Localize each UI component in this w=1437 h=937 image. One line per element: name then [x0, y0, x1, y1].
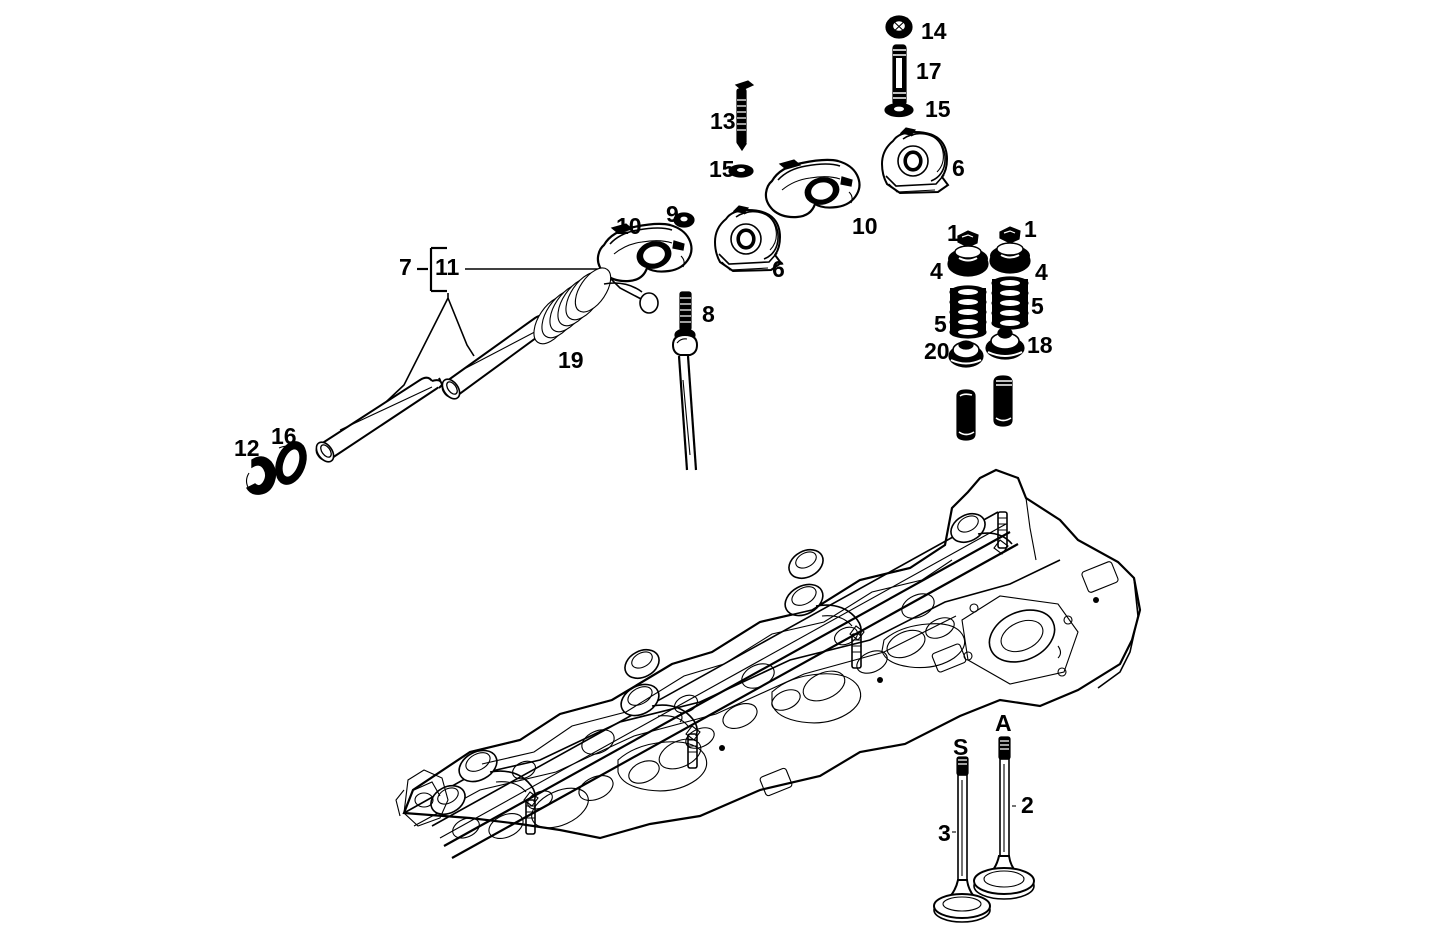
callout-10-left: 10 [616, 213, 642, 239]
callout-17: 17 [916, 58, 942, 84]
part-10-rocker-arm-left [596, 222, 693, 283]
part-valve-guides [956, 375, 1013, 441]
part-13-bolt [734, 80, 755, 152]
part-20-seal [948, 340, 984, 368]
callout-4-right: 4 [1035, 259, 1048, 285]
callout-20: 20 [924, 338, 950, 364]
callout-14: 14 [921, 18, 947, 44]
part-11-rocker-shaft-lower [315, 376, 444, 463]
part-9-nut [673, 212, 695, 228]
part-8-adjusting-screw [671, 291, 699, 471]
installed-rocker-arms [430, 511, 1013, 835]
valve-mark-a: A [995, 710, 1012, 736]
part-17-stud [892, 44, 907, 106]
callout-5-right: 5 [1031, 293, 1044, 319]
callout-5-left: 5 [934, 311, 947, 337]
part-12-clip [245, 456, 277, 495]
part-2-intake-valve [973, 736, 1035, 900]
callout-15-top: 15 [925, 96, 951, 122]
callout-8: 8 [702, 301, 715, 327]
callout-19: 19 [558, 347, 584, 373]
callout-10-right: 10 [852, 213, 878, 239]
callout-1-left: 1 [947, 220, 960, 246]
part-6-bracket-lower [713, 205, 783, 273]
callout-9: 9 [666, 201, 679, 227]
part-18-seal [985, 327, 1025, 360]
callout-3: 3 [938, 820, 951, 846]
head-deck-ports [452, 617, 966, 839]
callout-13: 13 [710, 108, 736, 134]
callout-1-right: 1 [1024, 216, 1037, 242]
callout-18: 18 [1027, 332, 1053, 358]
cylinder-head-assembly [395, 468, 1142, 859]
valve-mark-s: S [953, 734, 969, 760]
callout-6-lower: 6 [772, 256, 785, 282]
part-15-washer-lower [728, 164, 754, 178]
part-stack-left [947, 230, 989, 368]
part-14-nut [885, 15, 913, 39]
callout-4-left: 4 [930, 258, 943, 284]
part-10-rocker-arm-right [764, 158, 861, 219]
callout-11: 11 [435, 254, 460, 280]
part-16-washer [275, 441, 307, 485]
callout-6-upper: 6 [952, 155, 965, 181]
part-11-rocker-shaft-upper [441, 314, 559, 400]
callout-12: 12 [234, 435, 260, 461]
part-15-washer-top [884, 102, 914, 118]
part-stack-right [985, 226, 1031, 360]
callout-15-lower: 15 [709, 156, 735, 182]
callout-7: 7 [399, 254, 412, 280]
part-3-exhaust-valve [933, 756, 991, 923]
head-left-end [395, 769, 449, 827]
callout-16: 16 [271, 423, 297, 449]
part-6-bracket-upper [880, 127, 950, 195]
callout-2: 2 [1021, 792, 1034, 818]
part-19-spring [533, 267, 659, 345]
valve-seats [512, 593, 935, 780]
